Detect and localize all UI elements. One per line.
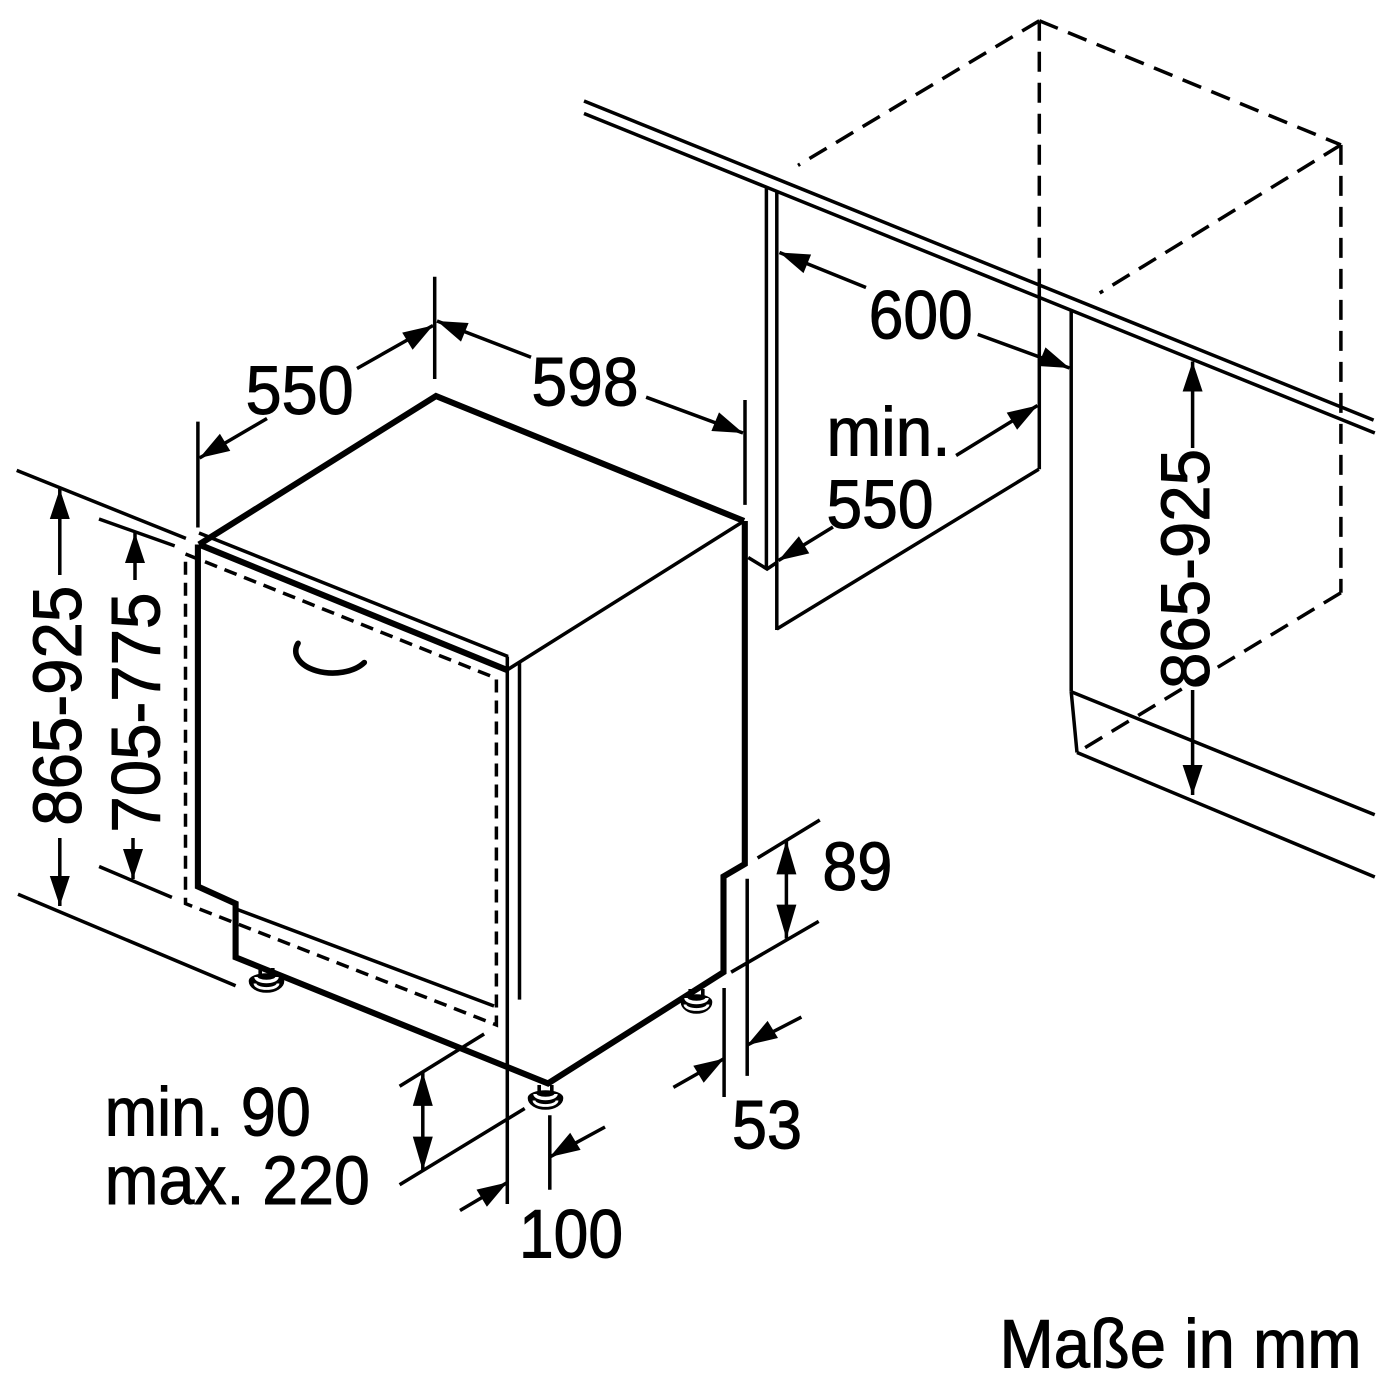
svg-text:min.: min. [827,394,951,471]
svg-text:Maße in mm: Maße in mm [1000,1306,1362,1383]
svg-text:550: 550 [246,352,354,429]
svg-text:min. 90: min. 90 [105,1074,311,1151]
svg-text:53: 53 [732,1087,802,1164]
svg-text:598: 598 [532,344,639,421]
svg-text:600: 600 [869,276,973,353]
svg-text:max. 220: max. 220 [105,1142,370,1219]
svg-text:865-925: 865-925 [19,586,96,826]
svg-text:100: 100 [519,1196,623,1273]
svg-text:865-925: 865-925 [1147,449,1224,689]
svg-text:89: 89 [822,828,892,905]
svg-text:550: 550 [827,466,934,543]
svg-text:705-775: 705-775 [98,593,175,833]
